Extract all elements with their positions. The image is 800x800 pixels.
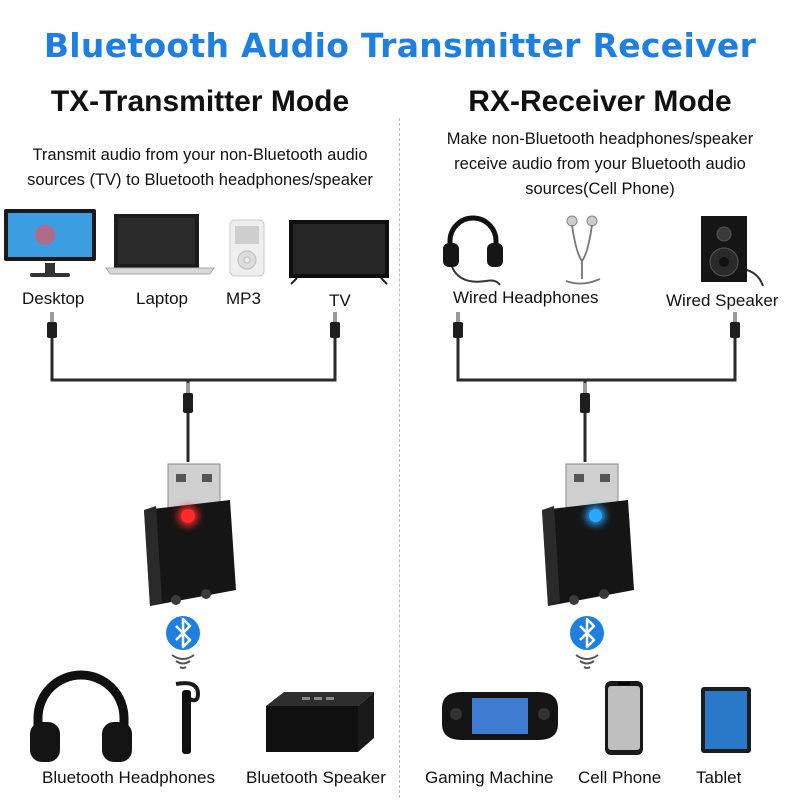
source-label-gaming-machine: Gaming Machine bbox=[425, 768, 554, 787]
signal-waves-icon bbox=[171, 654, 195, 669]
bluetooth-icon bbox=[570, 616, 604, 650]
page-title: Bluetooth Audio Transmitter Receiver bbox=[43, 26, 757, 65]
rx-description-line: receive audio from your Bluetooth audio bbox=[454, 155, 746, 173]
source-label-tv: TV bbox=[329, 291, 351, 310]
source-label-cell-phone: Cell Phone bbox=[578, 768, 662, 787]
source-label-desktop: Desktop bbox=[22, 289, 85, 308]
bluetooth-icon bbox=[166, 616, 200, 650]
source-label-laptop: Laptop bbox=[136, 289, 188, 308]
output-label-bluetooth-headphones: Bluetooth Headphones bbox=[42, 768, 215, 787]
output-label-bluetooth-speaker: Bluetooth Speaker bbox=[246, 768, 386, 787]
signal-waves-icon bbox=[575, 654, 599, 669]
rx-description-line: sources(Cell Phone) bbox=[525, 180, 675, 198]
output-label-wired-headphones: Wired Headphones bbox=[453, 288, 599, 307]
usb-adapter-icon bbox=[144, 463, 236, 606]
tx-description: Transmit audio from your non-Bluetooth a… bbox=[0, 143, 400, 193]
tv-icon bbox=[289, 220, 389, 285]
monitor-icon bbox=[4, 209, 96, 277]
source-label-mp3: MP3 bbox=[226, 289, 261, 308]
rx-description: Make non-Bluetooth headphones/speaker re… bbox=[400, 127, 800, 202]
handheld-console-icon bbox=[442, 692, 558, 740]
usb-adapter-icon bbox=[542, 463, 634, 606]
rx-heading: RX-Receiver Mode bbox=[468, 85, 732, 118]
bluetooth-speaker-icon bbox=[266, 692, 374, 752]
tx-description-line: Transmit audio from your non-Bluetooth a… bbox=[32, 146, 368, 164]
tx-heading: TX-Transmitter Mode bbox=[50, 85, 350, 118]
tx-description-line: sources (TV) to Bluetooth headphones/spe… bbox=[27, 171, 373, 189]
laptop-icon bbox=[105, 214, 215, 275]
earphones-icon bbox=[565, 215, 601, 285]
speaker-icon bbox=[701, 216, 764, 287]
tx-led-indicator bbox=[181, 509, 195, 523]
mp3-player-icon bbox=[229, 219, 265, 277]
cell-phone-icon bbox=[605, 681, 643, 755]
bluetooth-headset-icon bbox=[175, 681, 201, 754]
output-label-wired-speaker: Wired Speaker bbox=[666, 291, 779, 310]
rx-led-indicator bbox=[589, 509, 602, 522]
source-label-tablet: Tablet bbox=[696, 768, 742, 787]
headphones-icon bbox=[30, 670, 132, 762]
rx-description-line: Make non-Bluetooth headphones/speaker bbox=[446, 130, 754, 148]
section-divider bbox=[399, 118, 400, 798]
wired-headphones-icon bbox=[443, 215, 503, 286]
tablet-icon bbox=[701, 687, 751, 753]
